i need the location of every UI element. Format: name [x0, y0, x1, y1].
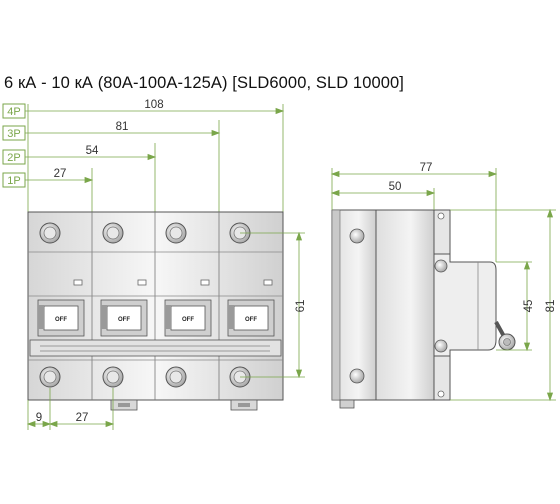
toggle-handles: OFF OFF OFF OFF: [37, 299, 275, 337]
pole-label-2p-text: 2P: [7, 152, 20, 164]
pole-label-2p: 2P: [2, 149, 26, 165]
side-depth-dimensions: [330, 168, 498, 262]
pole-label-4p: 4P: [2, 103, 26, 119]
pole-label-4p-text: 4P: [7, 106, 20, 118]
dim-label-50: 50: [389, 181, 402, 193]
dim-label-27-bottom: 27: [76, 412, 89, 424]
dim-label-45: 45: [523, 300, 535, 313]
din-clips: [110, 399, 258, 411]
dim-label-108: 108: [144, 99, 163, 111]
breaker-front-view: OFF OFF OFF OFF: [27, 211, 284, 411]
breaker-side-view: [331, 209, 516, 409]
handle-off-label-3: OFF: [182, 317, 194, 323]
side-height-dimensions: [450, 208, 556, 402]
dim-label-9: 9: [36, 412, 42, 424]
page-title: 6 кА - 10 кА (80А-100А-125А) [SLD6000, S…: [4, 74, 404, 92]
terminal-screw-top: [39, 222, 251, 244]
pole-labels: 4P 3P 2P 1P: [2, 103, 26, 188]
handle-off-label-2: OFF: [118, 317, 130, 323]
front-width-dimensions: [25, 104, 285, 212]
pole-label-1p: 1P: [2, 172, 26, 188]
dim-label-77: 77: [420, 162, 433, 174]
dim-label-54: 54: [86, 145, 99, 157]
indicator-windows: [73, 279, 273, 286]
bottom-pitch-dimensions: [26, 388, 115, 430]
pole-label-3p-text: 3P: [7, 128, 20, 140]
dim-label-27: 27: [54, 168, 67, 180]
dim-label-81: 81: [116, 121, 129, 133]
front-height-dimension: [240, 231, 305, 379]
dim-label-61: 61: [295, 300, 307, 313]
handle-tie-bar: [29, 339, 282, 357]
dim-label-81-side: 81: [545, 300, 557, 313]
side-handle: [494, 321, 516, 351]
handle-off-label-4: OFF: [245, 317, 257, 323]
handle-off-label-1: OFF: [55, 317, 67, 323]
pole-label-1p-text: 1P: [7, 175, 20, 187]
pole-label-3p: 3P: [2, 125, 26, 141]
